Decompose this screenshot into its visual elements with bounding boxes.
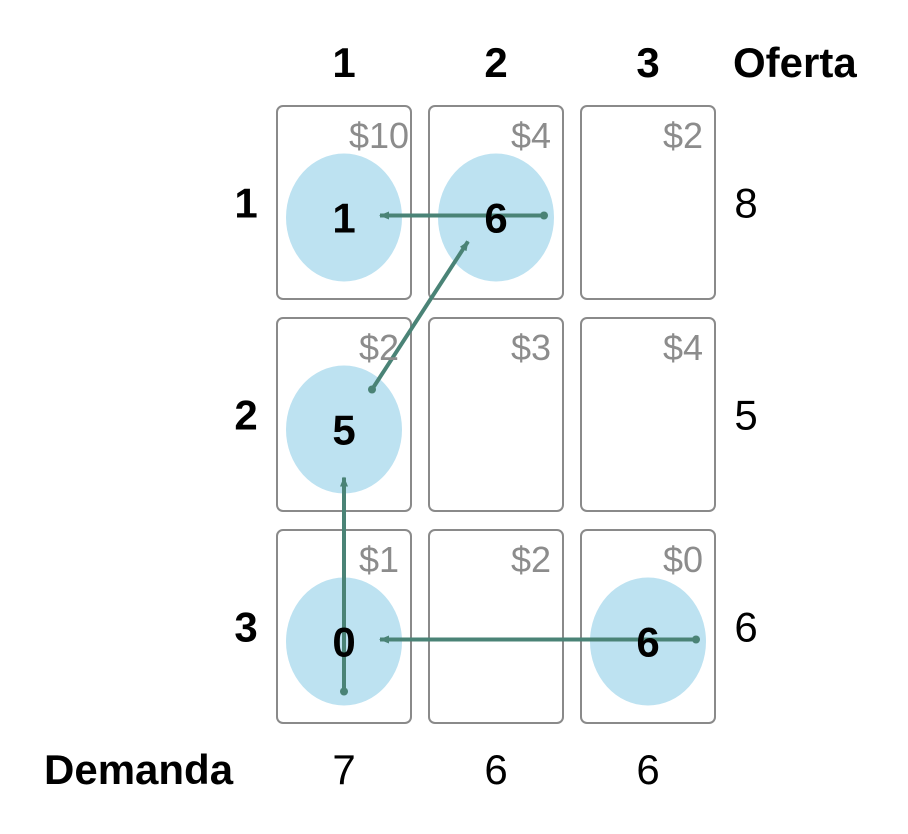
cell-r2-c2 <box>428 317 564 512</box>
cell-r2-c3 <box>580 317 716 512</box>
row-header-3: 3 <box>234 604 257 651</box>
allocation-value-r3-c1: 0 <box>332 619 355 666</box>
allocation-value-r1-c2: 6 <box>484 195 507 242</box>
row-header-1: 1 <box>234 180 257 227</box>
cell-r1-c3 <box>580 105 716 300</box>
row-header-2: 2 <box>234 392 257 439</box>
allocation-value-r2-c1: 5 <box>332 407 355 454</box>
cost-label-r1-c1: $10 <box>349 115 409 156</box>
cost-label-r3-c3: $0 <box>663 539 703 580</box>
supply-value-3: 6 <box>734 604 757 651</box>
column-header-3: 3 <box>636 39 659 86</box>
cost-label-r2-c1: $2 <box>359 327 399 368</box>
cost-label-r3-c1: $1 <box>359 539 399 580</box>
cost-label-r1-c3: $2 <box>663 115 703 156</box>
cycle-arrow-start-dot-2 <box>368 385 376 394</box>
column-header-1: 1 <box>332 39 355 86</box>
cost-label-r2-c2: $3 <box>511 327 551 368</box>
allocation-value-r3-c3: 6 <box>636 619 659 666</box>
supply-value-1: 8 <box>734 180 757 227</box>
cost-label-r1-c2: $4 <box>511 115 551 156</box>
cost-label-r3-c2: $2 <box>511 539 551 580</box>
demand-header: Demanda <box>44 746 234 793</box>
cycle-arrow-start-dot-1 <box>540 211 548 220</box>
demand-value-2: 6 <box>484 746 507 793</box>
supply-value-2: 5 <box>734 392 757 439</box>
demand-value-3: 6 <box>636 746 659 793</box>
cycle-arrow-start-dot-4 <box>692 635 700 644</box>
demand-value-1: 7 <box>332 746 355 793</box>
cycle-arrow-2 <box>370 240 470 391</box>
cell-r3-c2 <box>428 529 564 724</box>
column-header-2: 2 <box>484 39 507 86</box>
cost-label-r2-c3: $4 <box>663 327 703 368</box>
allocation-value-r1-c1: 1 <box>332 195 355 242</box>
cycle-arrow-start-dot-3 <box>340 687 348 696</box>
allocation-bubble-r1-c1 <box>286 153 402 282</box>
supply-header: Oferta <box>733 39 857 86</box>
allocation-bubble-r2-c1 <box>286 365 402 494</box>
